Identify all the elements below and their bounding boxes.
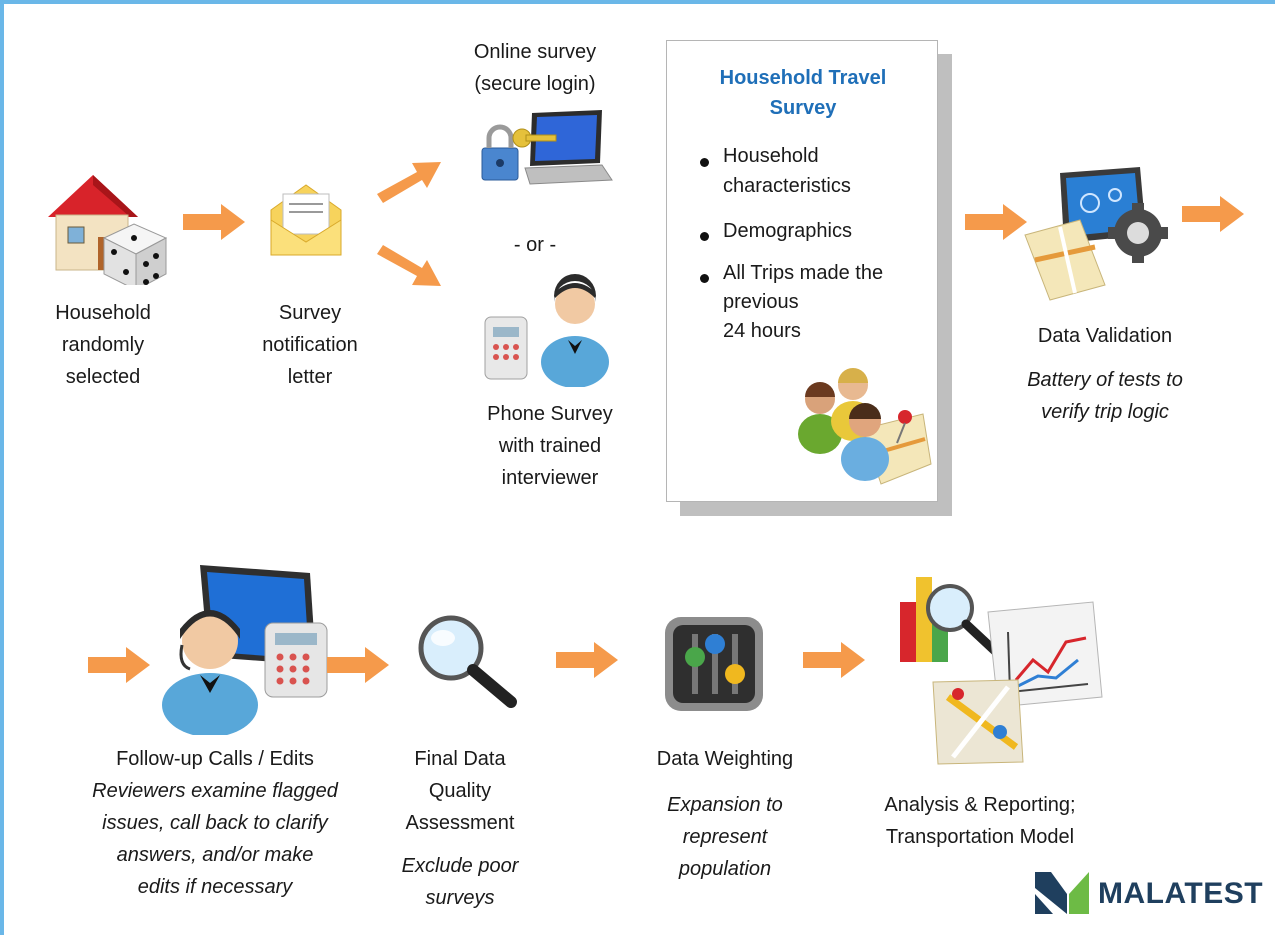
follow-up-operator-icon — [162, 565, 328, 735]
follow-up-label: Follow-up Calls / Edits — [116, 748, 314, 770]
data-validation-icon — [1024, 167, 1168, 301]
bullet-dot — [700, 158, 709, 167]
bullet-all-trips: All Trips made the previous 24 hours — [723, 262, 884, 342]
online-survey-label: Online survey (secure login) — [473, 41, 597, 95]
arrow-right-icon — [327, 647, 389, 683]
arrow-down-right-icon — [377, 245, 441, 286]
bullet-demographics: Demographics — [723, 220, 852, 242]
phone-operator-icon — [484, 274, 609, 387]
phone-survey-label: Phone Survey with trained interviewer — [487, 403, 613, 489]
malatest-logo-text: MALATEST — [1098, 877, 1264, 910]
bullet-household-characteristics: Household characteristics — [723, 145, 851, 197]
arrow-up-right-icon — [377, 162, 441, 203]
arrow-right-icon — [803, 642, 865, 678]
bullet-dot — [700, 232, 709, 241]
survey-card: Household Travel Survey Household charac… — [666, 40, 938, 502]
magnifier-icon — [418, 615, 517, 708]
household-label: Household randomly selected — [55, 302, 151, 388]
arrow-right-icon — [183, 204, 245, 240]
mixer-icon — [665, 617, 763, 711]
data-weighting-label: Data Weighting — [656, 748, 794, 770]
arrow-right-icon — [965, 204, 1027, 240]
laptop-lock-icon — [481, 110, 613, 185]
arrow-right-icon — [88, 647, 150, 683]
final-quality-note: Exclude poor surveys — [401, 855, 519, 909]
arrow-right-icon — [1182, 196, 1244, 232]
malatest-logo-icon — [1035, 872, 1089, 914]
final-quality-label: Final Data Quality Assessment — [405, 748, 515, 834]
data-weighting-note: Expansion to represent population — [667, 794, 783, 880]
envelope-icon — [270, 184, 342, 256]
people-map-icon — [798, 368, 932, 485]
analysis-reporting-icon — [900, 577, 1103, 765]
data-validation-note: Battery of tests to verify trip logic — [1027, 369, 1183, 423]
analysis-label: Analysis & Reporting; Transportation Mod… — [884, 794, 1076, 848]
notification-label: Survey notification letter — [262, 302, 358, 388]
bullet-dot — [700, 274, 709, 283]
arrow-right-icon — [556, 642, 618, 678]
card-title: Household Travel Survey — [719, 67, 887, 119]
house-dice-icon — [48, 175, 168, 285]
or-label: - or - — [513, 234, 557, 256]
data-validation-label: Data Validation — [1037, 325, 1173, 347]
follow-up-note: Reviewers examine flagged issues, call b… — [92, 780, 338, 898]
